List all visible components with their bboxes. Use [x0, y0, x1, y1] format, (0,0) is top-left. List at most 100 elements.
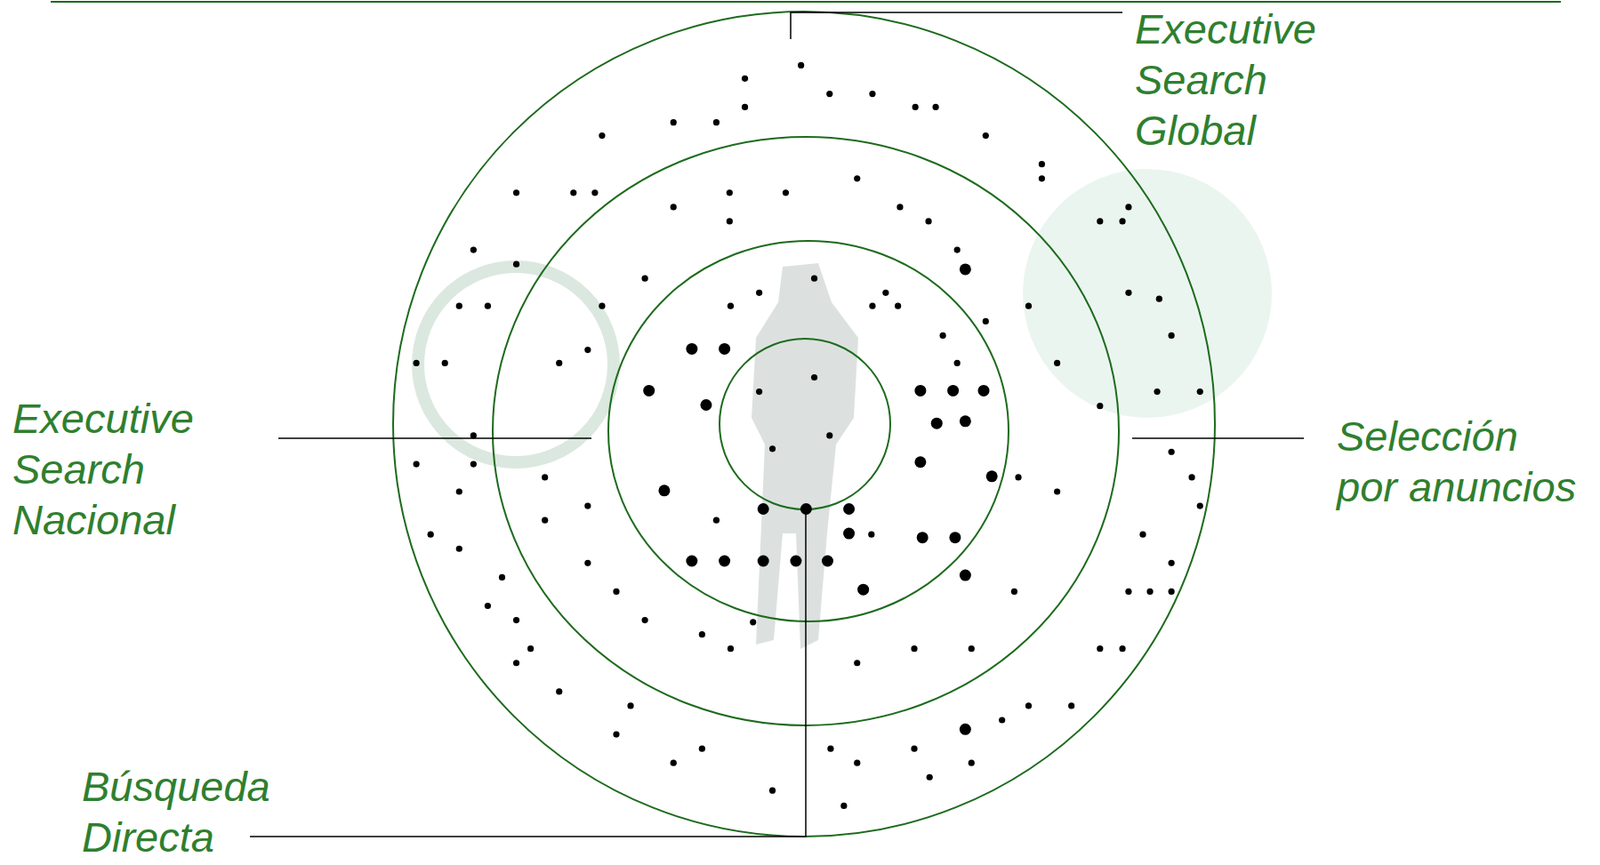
candidate-dot — [713, 119, 720, 126]
candidate-dot — [749, 619, 756, 626]
candidate-dot — [598, 132, 605, 139]
candidate-dot — [959, 570, 972, 582]
candidate-dot — [910, 645, 917, 652]
candidate-dot — [1096, 217, 1103, 225]
candidate-dot — [470, 460, 477, 467]
candidate-dot — [926, 774, 933, 781]
candidate-dot — [1068, 702, 1075, 709]
candidate-dot — [685, 343, 698, 355]
candidate-dot — [755, 388, 763, 395]
candidate-dot — [442, 360, 449, 367]
candidate-dot — [726, 189, 733, 196]
candidate-dot — [948, 531, 961, 544]
candidate-dot — [456, 488, 463, 495]
candidate-dot — [853, 760, 861, 767]
candidate-dot — [727, 645, 734, 652]
candidate-dot — [584, 502, 591, 509]
candidate-dot — [718, 555, 731, 568]
candidate-dot — [843, 503, 855, 515]
candidate-dot — [670, 119, 677, 126]
candidate-dot — [1038, 160, 1046, 168]
outer-ring — [393, 11, 1215, 837]
candidate-dot — [584, 560, 591, 567]
candidate-dot — [1025, 303, 1032, 310]
candidate-dot — [718, 343, 731, 355]
candidate-dot — [1153, 388, 1160, 395]
candidate-dot — [741, 104, 748, 111]
candidate-dot — [840, 803, 847, 810]
candidate-dot — [612, 588, 620, 595]
candidate-dot — [670, 203, 677, 210]
candidate-dot — [1168, 560, 1175, 567]
candidate-dot — [1125, 588, 1132, 595]
candidate-dot — [726, 217, 733, 225]
candidate-dot — [857, 584, 869, 596]
leader-line — [790, 12, 1123, 40]
candidate-dot — [1168, 588, 1175, 595]
candidate-dot — [513, 189, 520, 196]
candidate-dot — [555, 360, 563, 367]
candidate-dot — [591, 189, 598, 196]
candidate-dot — [986, 470, 998, 483]
candidate-dot — [513, 261, 520, 268]
candidate-dot — [1168, 449, 1175, 456]
candidate-dot — [978, 385, 990, 397]
candidate-dot — [1011, 588, 1018, 595]
candidate-dot — [914, 456, 926, 468]
candidate-dot — [498, 574, 506, 581]
candidate-dot — [470, 246, 477, 253]
third-ring — [608, 241, 1009, 622]
candidate-dot — [959, 415, 972, 427]
candidate-dot — [484, 603, 491, 610]
candidate-dot — [868, 531, 875, 539]
leader-line — [1132, 437, 1304, 440]
candidate-dot — [811, 275, 818, 282]
candidate-dot — [1125, 203, 1132, 210]
candidate-dot — [1053, 488, 1061, 495]
candidate-dot — [882, 289, 889, 297]
candidate-dot — [811, 374, 818, 381]
candidate-dot — [1125, 289, 1132, 297]
leader-line — [278, 437, 592, 440]
candidate-dot — [982, 318, 989, 325]
candidate-dot — [598, 303, 605, 310]
candidate-dot — [612, 731, 620, 738]
candidate-dot — [713, 517, 720, 524]
candidate-dot — [797, 62, 805, 69]
candidate-dot — [555, 688, 563, 695]
candidate-dot — [658, 484, 670, 497]
candidate-dot — [1197, 388, 1204, 395]
candidate-dot — [959, 723, 972, 736]
candidate-dot — [982, 132, 989, 139]
candidate-dot — [484, 303, 491, 310]
candidate-dot — [670, 760, 677, 767]
candidate-dot — [1118, 645, 1126, 652]
candidate-dot — [699, 746, 706, 753]
candidate-dot — [868, 303, 876, 310]
candidate-dot — [643, 385, 655, 397]
candidate-dot — [968, 760, 975, 767]
candidate-dot — [757, 555, 770, 568]
candidate-dot — [916, 531, 929, 544]
callout-label: Búsqueda Directa — [81, 761, 329, 863]
candidate-dot — [1014, 474, 1022, 481]
candidate-dot — [699, 631, 706, 638]
candidate-dot — [513, 659, 520, 667]
candidate-dot — [642, 617, 649, 624]
candidate-dot — [821, 555, 834, 568]
candidate-dot — [782, 189, 789, 196]
candidate-dots — [413, 62, 1204, 810]
candidate-dot — [932, 104, 939, 111]
candidate-dot — [456, 546, 463, 553]
candidate-dot — [914, 385, 926, 397]
candidate-dot — [1139, 531, 1146, 539]
candidate-dot — [741, 75, 748, 82]
candidate-dot — [413, 360, 420, 367]
candidate-dot — [727, 303, 734, 310]
candidate-dot — [570, 189, 577, 196]
callout-label: Executive Search Global — [1134, 3, 1382, 156]
candidate-dot — [924, 217, 932, 225]
candidate-dot — [755, 289, 763, 297]
candidate-dot — [947, 385, 959, 397]
